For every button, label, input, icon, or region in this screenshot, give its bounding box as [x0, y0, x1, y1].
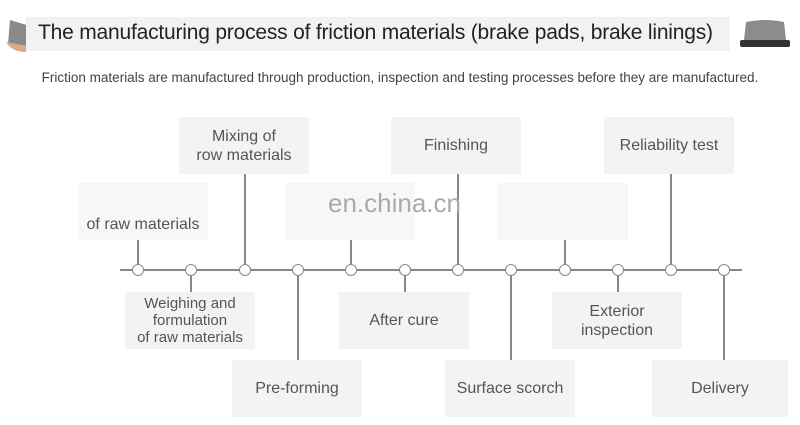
connector	[617, 275, 619, 292]
connector	[457, 174, 459, 265]
connector	[350, 240, 352, 265]
connector	[510, 275, 512, 360]
timeline-node	[452, 264, 464, 276]
subtitle: Friction materials are manufactured thro…	[41, 70, 759, 85]
step-label: Finishing	[423, 137, 489, 154]
connector	[723, 275, 725, 360]
page-title: The manufacturing process of friction ma…	[38, 21, 713, 44]
step-box	[498, 183, 628, 240]
timeline-node	[718, 264, 730, 276]
step-label: Exterior inspection	[580, 302, 654, 339]
step-box: After cure	[339, 292, 469, 349]
step-label: Weighing and formulation of raw material…	[137, 295, 243, 346]
step-box: Delivery	[652, 360, 788, 417]
connector	[190, 275, 192, 292]
step-box: Exterior inspection	[552, 292, 682, 349]
timeline-node	[239, 264, 251, 276]
connector	[670, 174, 672, 265]
step-label: of raw materials	[86, 216, 200, 233]
watermark: en.china.cn	[328, 188, 461, 218]
timeline-node	[399, 264, 411, 276]
step-box: Pre-forming	[232, 360, 362, 417]
step-label: After cure	[369, 312, 439, 329]
timeline-node	[665, 264, 677, 276]
title-bar	[26, 17, 730, 51]
step-box: Mixing of row materials	[179, 117, 309, 174]
timeline-node	[132, 264, 144, 276]
step-label: Pre-forming	[255, 380, 339, 397]
timeline-node	[612, 264, 624, 276]
timeline-node	[559, 264, 571, 276]
connector	[404, 275, 406, 292]
step-label: Delivery	[691, 380, 749, 397]
connector	[564, 240, 566, 265]
step-box: of raw materials	[78, 183, 208, 240]
brake-pad-icon	[740, 20, 790, 47]
timeline-node	[185, 264, 197, 276]
timeline-line	[120, 269, 742, 271]
step-label: Reliability test	[619, 137, 719, 154]
step-label: Surface scorch	[456, 380, 564, 397]
connector	[297, 275, 299, 360]
timeline-node	[505, 264, 517, 276]
connector	[244, 174, 246, 265]
step-box: Surface scorch	[445, 360, 575, 417]
step-box	[285, 183, 415, 240]
timeline-node	[345, 264, 357, 276]
brake-pad-hand-icon	[6, 20, 30, 52]
step-box: Reliability test	[604, 117, 734, 174]
step-box: Finishing	[391, 117, 521, 174]
connector	[137, 240, 139, 265]
step-label: Mixing of row materials	[196, 127, 292, 164]
timeline-node	[292, 264, 304, 276]
step-box: Weighing and formulation of raw material…	[125, 292, 255, 349]
